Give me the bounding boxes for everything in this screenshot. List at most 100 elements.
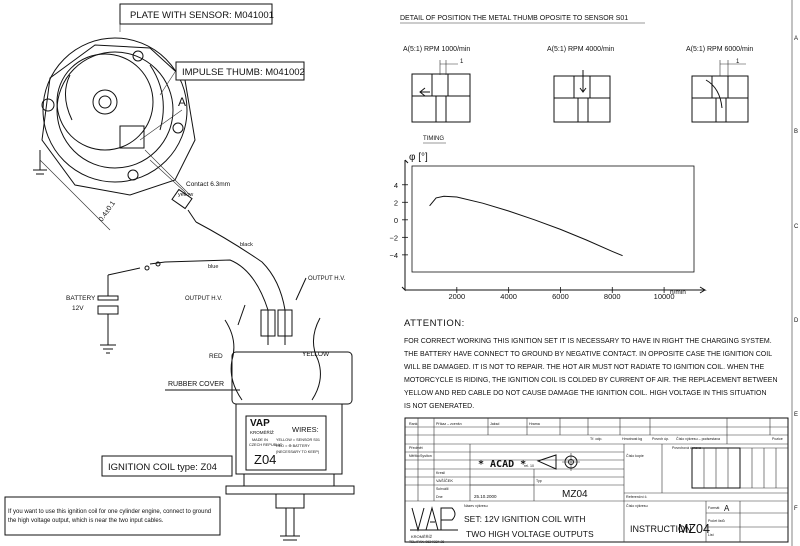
impulse-label-box (175, 61, 305, 81)
attention-line-5: YELLOW AND RED CABLE DO NOT CAUSE DAMAGE… (404, 390, 767, 397)
detail-1-view (411, 60, 471, 123)
tb-date-label: Dne (436, 495, 443, 499)
tb-sheet-label: List (708, 533, 714, 537)
tb-h-surface: Povrch úp. (652, 437, 669, 441)
tb-format-label: Formát (708, 506, 719, 510)
coil-country: CZECH REPUBLIC (249, 443, 282, 447)
ignition-coil-drawing (225, 351, 355, 541)
coil-type-label: IGNITION COIL type: Z04 (108, 462, 217, 473)
tb-scale-label: Měřítko (409, 454, 420, 458)
y-tick-label: 2 (394, 198, 398, 207)
tb-type: MZ04 (562, 489, 588, 500)
coil-model: Z04 (254, 452, 276, 467)
title-block (404, 417, 789, 543)
x-axis-label: n/min (670, 289, 686, 296)
coil-label-plate (245, 415, 327, 471)
y-axis (401, 159, 409, 292)
dimension-label: 0.4±0.1 (98, 200, 117, 223)
wiring (97, 221, 321, 401)
timing-curve (429, 195, 623, 257)
x-tick-label: 6000 (552, 292, 569, 301)
red-label: RED (209, 353, 223, 360)
tb-standard-label: Schválil (436, 487, 449, 491)
plate-label-box (119, 3, 273, 25)
yellow-label: yellow (178, 192, 193, 198)
detail-2-view (553, 70, 611, 123)
tb-name-line-2: TWO HIGH VOLTAGE OUTPUTS (466, 529, 594, 539)
x-axis (405, 286, 707, 294)
blue-label: blue (208, 264, 218, 270)
coil-brand: KROMĚŘÍŽ (250, 428, 274, 435)
grid-d: D (794, 318, 799, 324)
attention-line-1: FOR CORRECT WORKING THIS IGNITION SET IT… (404, 338, 772, 345)
detail-1-gap: 1 (460, 59, 464, 65)
y-axis-label: φ [°] (409, 152, 428, 163)
y-tick-label: −4 (389, 251, 398, 260)
tb-h-scale: Tř. odp. (590, 437, 602, 441)
tb-h-lenpart: Jaksd (490, 422, 499, 426)
battery-label: BATTERY (66, 295, 96, 302)
attention-line-2: THE BATTERY HAVE CONNECT TO GROUND BY NE… (404, 351, 772, 358)
attention-line-6: IS NOT GENERATED. (404, 403, 474, 410)
coil-made-in: MADE IN (252, 438, 268, 442)
tb-company: KROMĚŘÍŽ (411, 534, 433, 539)
tb-r-predmet: Předmět (409, 446, 423, 450)
yellow-wire-label: YELLOW (302, 351, 330, 358)
attention-line-3: WILL BE DAMAGED. IT IS NOT TO REPAIR. TH… (404, 364, 765, 371)
x-tick-label: 4000 (500, 292, 517, 301)
detail-2-label: A(5:1) RPM 4000/min (547, 46, 614, 53)
tb-designer: VAŠÍČEK (436, 478, 453, 483)
grid-f: F (794, 506, 798, 512)
x-tick-label: 10000 (654, 292, 675, 301)
tb-instruction: INSTRUCTION (630, 524, 692, 534)
tb-date: 25.10.2000 (474, 494, 497, 499)
timing-label: TIMING (423, 136, 444, 142)
plot-frame (411, 165, 695, 273)
wires-line2: RED = ⊕ BATTERY (276, 444, 310, 448)
detail-3-view (691, 60, 749, 123)
attention-line-4: MOTORCYCLE IS RIDING, THE IGNITION COIL … (404, 377, 778, 384)
attention-heading: ATTENTION: (404, 318, 465, 329)
tb-drawing-no: MZ04 (678, 522, 710, 536)
wires-line1: YELLOW = SENSOR S01 (276, 438, 320, 442)
detail-3-gap: 1 (736, 59, 740, 65)
tb-designer-label: Syslton (420, 454, 432, 458)
note-box (4, 496, 221, 536)
tb-sheets-label: Počet listů (708, 519, 725, 523)
y-tick-label: −2 (389, 233, 398, 242)
tb-tel: TEL./FAX: 0634/334 28 (409, 540, 444, 544)
usage-note: If you want to use this ignition coil fo… (8, 509, 212, 524)
coil-logo: VAP (250, 418, 270, 429)
grid-c: C (794, 224, 799, 230)
company-logo (410, 506, 458, 532)
output-hv-left: OUTPUT H.V. (185, 296, 223, 302)
tb-h-change: Příkaz – zcenšn (436, 422, 462, 426)
tb-r-surface: Povrchová úprava (672, 446, 701, 450)
tb-check-label: Kresil (436, 471, 445, 475)
detail-title: DETAIL OF POSITION THE METAL THUMB OPOSI… (400, 15, 628, 22)
tb-h-drawing-no: Číslo výkresu – podsestava (676, 436, 720, 441)
y-tick-label: 4 (394, 181, 398, 190)
tb-type-label: Typ (536, 479, 542, 483)
grid-b: B (794, 129, 798, 135)
tb-h-rank: Rank (409, 422, 418, 426)
tb-cad: * ACAD * (478, 459, 526, 470)
tb-name-label: Název výkresu (464, 504, 488, 508)
tb-cad-sub: rel. 10 (524, 464, 534, 468)
contact-label: Contact 6.3mm (186, 181, 230, 188)
detail-ref: A (178, 95, 186, 109)
projection-symbol (536, 453, 580, 471)
sensor-plate-drawing (33, 20, 197, 231)
grid-a: A (794, 36, 798, 42)
black-label: black (240, 242, 253, 248)
tb-h-norm: Hrama (529, 422, 540, 426)
rubber-cover-label: RUBBER COVER (168, 381, 224, 388)
grid-e: E (794, 412, 798, 418)
tb-h-weight: Hmotnost kg (622, 437, 642, 441)
plate-label: PLATE WITH SENSOR: M041001 (130, 10, 274, 21)
battery-voltage: 12V (72, 305, 84, 312)
sensor-connector (171, 188, 197, 223)
detail-3-label: A(5:1) RPM 6000/min (686, 46, 753, 53)
